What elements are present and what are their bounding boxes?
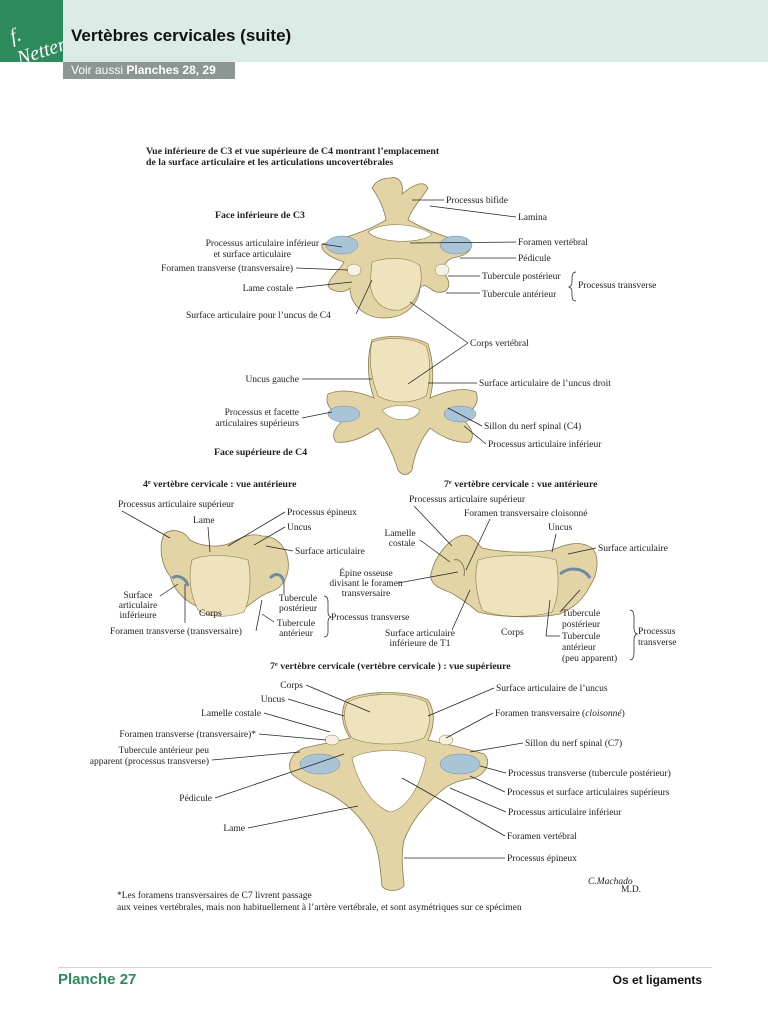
label-c7s-foramen-vertebral: Foramen vertébral <box>507 832 577 842</box>
c7-anterior-heading: 7e vertèbre cervicale : vue antérieure <box>444 479 598 490</box>
page-title: Vertèbres cervicales (suite) <box>71 26 292 45</box>
label-c7-proc-transverse-1: Processus <box>638 627 676 637</box>
label-c7-corps: Corps <box>501 628 524 638</box>
svg-text:M.D.: M.D. <box>621 885 641 895</box>
netter-logo: f. Netter <box>0 0 69 70</box>
see-also-bar[interactable]: Voir aussi Planches 28, 29 <box>63 62 235 79</box>
c3-heading: Face inférieure de C3 <box>215 210 305 221</box>
svg-text:C.Machado: C.Machado <box>588 877 633 887</box>
label-c7s-proc-surf-sup: Processus et surface articulaires supéri… <box>507 787 670 798</box>
footnote-line1: *Les foramens transversaires de C7 livre… <box>117 890 312 901</box>
label-c7-epine-2: divisant le foramen <box>329 578 403 589</box>
label-proc-facette-2: articulaires supérieurs <box>215 419 299 429</box>
label-c7-foramen-cloisonne: Foramen transversaire cloisonné <box>464 509 587 519</box>
label-c4-tub-ant-1: Tubercule <box>277 619 315 629</box>
label-c7s-pedicule: Pédicule <box>179 794 212 804</box>
anatomy-figure: Vue inférieure de C3 et vue supérieure d… <box>90 146 677 913</box>
label-tubercule-anterieur: Tubercule antérieur <box>482 290 557 300</box>
label-c7s-uncus: Uncus <box>261 695 286 705</box>
label-c4-tub-post-2: postérieur <box>279 604 318 614</box>
label-processus-transverse-c3: Processus transverse <box>578 281 656 291</box>
label-c7s-tub-ant-1: Tubercule antérieur peu <box>119 746 210 756</box>
label-corps-vertebral: Corps vertébral <box>470 339 529 349</box>
c7-superior-drawing <box>289 692 488 891</box>
label-c7-uncus: Uncus <box>548 523 573 533</box>
c4-superior-drawing <box>326 336 478 475</box>
c4-anterior-heading: 4e vertèbre cervicale : vue antérieure <box>143 479 297 490</box>
label-c7-proc-transverse-2: transverse <box>638 638 677 648</box>
label-c7-tub-ant-3: (peu apparent) <box>562 653 617 664</box>
label-c7-tub-post-1: Tubercule <box>562 609 600 619</box>
see-also-link[interactable]: Planches 28, 29 <box>126 63 216 77</box>
label-c7s-tub-ant-2: apparent (processus transverse) <box>90 756 209 767</box>
label-c7s-foramen-transverse: Foramen transverse (transversaire)* <box>119 729 256 740</box>
label-c4-surface-articulaire: Surface articulaire <box>295 546 365 557</box>
label-foramen-vertebral: Foramen vertébral <box>518 238 588 248</box>
label-c4-surf-inf-3: inférieure <box>120 610 157 621</box>
label-c4-lame: Lame <box>193 516 215 526</box>
label-c7-surface-articulaire: Surface articulaire <box>598 543 668 554</box>
header-bar: f. Netter Vertèbres cervicales (suite) <box>0 0 768 70</box>
label-surface-uncus-c4: Surface articulaire pour l’uncus de C4 <box>186 310 331 321</box>
label-c7-tub-ant-1: Tubercule <box>562 632 600 642</box>
label-c7-proc-art-sup: Processus articulaire supérieur <box>409 495 526 505</box>
label-c7-tub-post-2: postérieur <box>562 620 601 630</box>
section-name: Os et ligaments <box>612 973 702 987</box>
label-c4-tub-post-1: Tubercule <box>279 594 317 604</box>
c7-anterior-drawing <box>430 534 598 618</box>
label-c7s-corps: Corps <box>280 681 303 691</box>
label-c4-proc-epineux: Processus épineux <box>287 508 357 518</box>
label-c7-surf-t1-1: Surface articulaire <box>385 628 455 639</box>
c4-anterior-drawing <box>160 530 289 617</box>
label-c4-corps: Corps <box>199 609 222 619</box>
label-proc-facette-1: Processus et facette <box>225 407 299 418</box>
label-c7s-proc-transverse: Processus transverse (tubercule postérie… <box>508 768 671 779</box>
label-c7s-lame: Lame <box>223 824 245 834</box>
label-c7s-proc-epineux: Processus épineux <box>507 854 577 864</box>
top-title-line1: Vue inférieure de C3 et vue supérieure d… <box>146 146 440 157</box>
label-processus-bifide: Processus bifide <box>446 195 508 206</box>
label-c7-tub-ant-2: antérieur <box>562 643 597 653</box>
label-proc-art-inf-1: Processus articulaire inférieur <box>206 238 320 249</box>
top-title-line2: de la surface articulaire et les articul… <box>146 157 393 168</box>
label-lame-costale: Lame costale <box>243 284 293 294</box>
label-c7-lamelle-2: costale <box>389 539 415 549</box>
c3-inferior-drawing <box>321 177 473 319</box>
label-c7s-sillon: Sillon du nerf spinal (C7) <box>525 738 622 749</box>
label-c7-surf-t1-2: inférieure de T1 <box>389 638 450 649</box>
label-c4-tub-ant-2: antérieur <box>279 629 314 639</box>
label-c7-epine-3: transversaire <box>342 589 391 599</box>
label-tubercule-posterieur: Tubercule postérieur <box>482 272 561 282</box>
label-foramen-transverse-c3: Foramen transverse (transversaire) <box>161 263 293 274</box>
see-also-prefix: Voir aussi <box>71 63 124 77</box>
c4-superior-heading: Face supérieure de C4 <box>214 447 307 458</box>
label-c7s-lamelle: Lamelle costale <box>201 709 261 719</box>
label-c7s-proc-art-inf: Processus articulaire inférieur <box>508 807 622 818</box>
artist-signature: C.Machado M.D. <box>588 877 641 895</box>
label-c4-processus-transverse: Processus transverse <box>331 613 409 623</box>
label-c4-uncus: Uncus <box>287 523 312 533</box>
logo-text: f. Netter <box>7 23 69 70</box>
label-c7s-foramen-cloisonne: Foramen transversaire (cloisonné) <box>495 708 625 719</box>
footer-divider <box>58 967 712 968</box>
label-surface-uncus-droit: Surface articulaire de l’uncus droit <box>479 378 611 389</box>
label-pedicule: Pédicule <box>518 254 551 264</box>
label-c4-surf-inf-1: Surface <box>123 590 152 601</box>
label-c7s-surface-uncus: Surface articulaire de l’uncus <box>496 683 608 694</box>
plate-number: Planche 27 <box>58 971 137 988</box>
label-c7-lamelle-1: Lamelle <box>384 529 415 539</box>
label-c4-proc-art-sup: Processus articulaire supérieur <box>118 500 235 510</box>
label-c4-foramen-transverse: Foramen transverse (transversaire) <box>110 626 242 637</box>
c7-superior-heading: 7e vertèbre cervicale (vertèbre cervical… <box>270 661 511 672</box>
label-proc-art-inf-c4: Processus articulaire inférieur <box>488 439 602 450</box>
label-lamina: Lamina <box>518 213 548 223</box>
footnote-line2: aux veines vertébrales, mais non habitue… <box>117 903 522 913</box>
label-uncus-gauche: Uncus gauche <box>245 375 299 385</box>
label-c4-surf-inf-2: articulaire <box>119 601 158 611</box>
label-c7-epine-1: Épine osseuse <box>339 567 393 579</box>
label-proc-art-inf-2: et surface articulaire <box>213 249 291 260</box>
label-sillon-c4: Sillon du nerf spinal (C4) <box>484 421 581 432</box>
